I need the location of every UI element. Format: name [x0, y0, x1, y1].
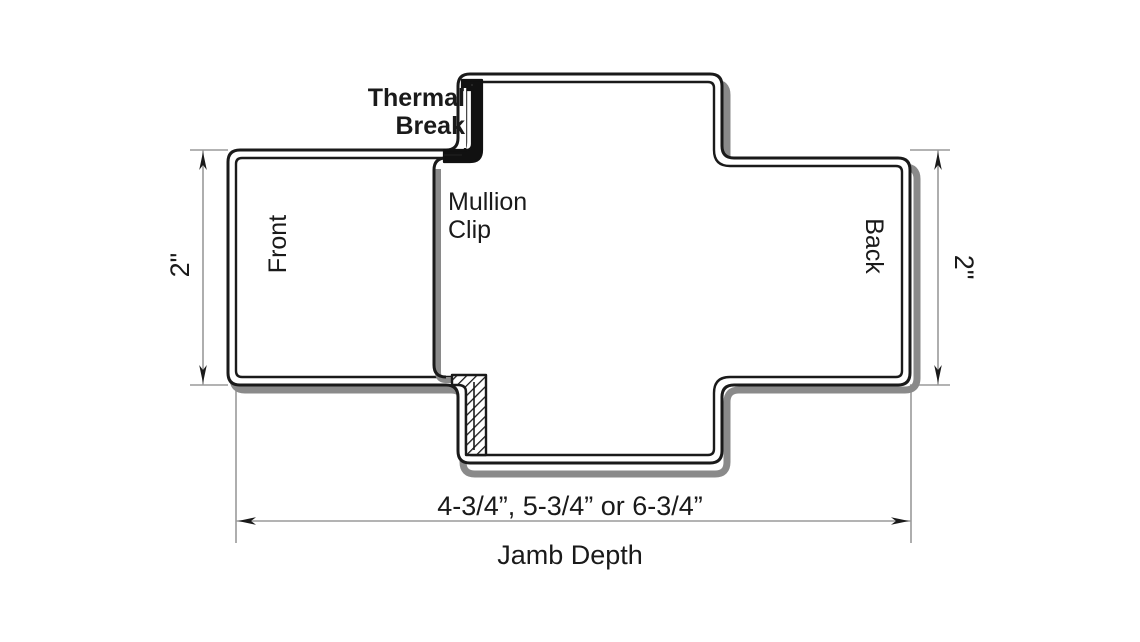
- jamb-depth-value-label: 4-3/4”, 5-3/4” or 6-3/4”: [437, 491, 703, 521]
- right-height-dimension-label: 2": [949, 254, 980, 280]
- back-label: Back: [860, 218, 888, 274]
- jamb-depth-name-label: Jamb Depth: [497, 540, 643, 570]
- mullion-clip-label: Mullion Clip: [448, 188, 528, 244]
- dimension-jamb-depth: [235, 388, 912, 543]
- thermal-break-bottom: [450, 373, 488, 457]
- thermal-break-label: Thermal Break: [367, 84, 465, 140]
- left-height-dimension-label: 2": [164, 252, 195, 278]
- mullion-clip-shape: [432, 156, 464, 383]
- front-label: Front: [264, 214, 292, 274]
- thermal-break-top: [442, 78, 484, 164]
- profile-outline-inner: [234, 80, 904, 457]
- dimension-left-height: [190, 149, 228, 386]
